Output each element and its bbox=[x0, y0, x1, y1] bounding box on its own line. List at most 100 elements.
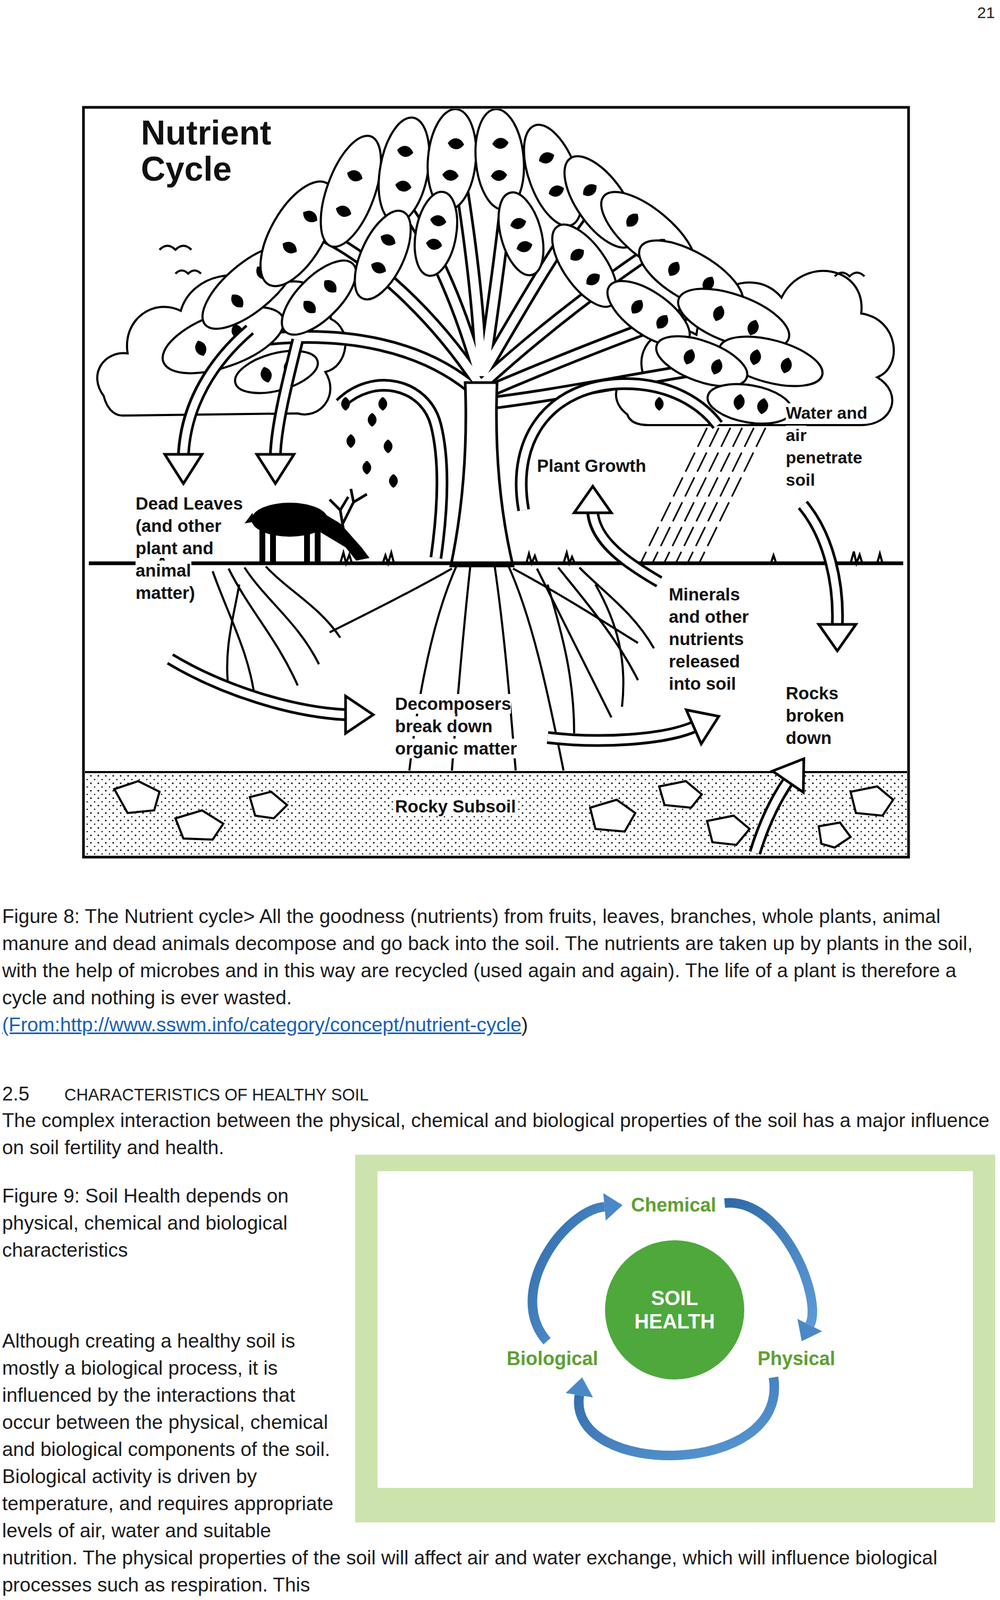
leaf-lobes-part-part bbox=[370, 261, 388, 275]
roots-part bbox=[265, 566, 341, 638]
flow-arrows-part-part bbox=[592, 511, 660, 583]
property-label-text: Physical bbox=[757, 1348, 836, 1371]
leaf-lobes-part-part bbox=[746, 319, 760, 336]
leaf-lobes-part-part bbox=[443, 170, 458, 181]
paragraph-text: Although creating a healthy soil is most… bbox=[2, 1330, 938, 1597]
flow-arrows-part-part bbox=[183, 329, 250, 456]
leaf-lobes-part-part bbox=[281, 240, 299, 255]
cycle-loops-part bbox=[340, 385, 443, 559]
leaf-lobes-part-part bbox=[581, 182, 599, 198]
cycle-label-box: Dead Leaves (and other plant and animal … bbox=[135, 492, 248, 605]
flow-arrows-part-part bbox=[802, 505, 838, 626]
caption-box: Figure 8: The Nutrient cycle> All the go… bbox=[2, 903, 998, 1039]
birds-part bbox=[159, 246, 192, 251]
figure-title: Nutrient Cycle bbox=[140, 113, 272, 189]
rain-lines-part bbox=[699, 427, 766, 564]
leaf-lobes-part-part bbox=[448, 138, 464, 149]
rocky-subsoil-part-part bbox=[175, 810, 224, 840]
text-flow: The complex interaction between the phys… bbox=[2, 1107, 998, 1600]
flow-arrows-part-part bbox=[164, 454, 203, 484]
leaf-lobes-part-part bbox=[548, 184, 565, 198]
source-bracket: ) bbox=[521, 1014, 528, 1037]
rain-lines-part bbox=[687, 427, 754, 564]
falling-leaves-part bbox=[362, 460, 372, 475]
rocky-subsoil bbox=[85, 772, 907, 856]
paragraph: The complex interaction between the phys… bbox=[2, 1107, 998, 1162]
flow-arrows-part-part bbox=[592, 513, 660, 583]
leaf-lobes-part-part bbox=[749, 349, 762, 366]
layer-label-box: Rocky Subsoil bbox=[395, 795, 516, 819]
falling-leaves-part bbox=[389, 474, 399, 489]
leaf-lobes-part-part bbox=[516, 240, 533, 254]
rocky-subsoil-part-part bbox=[818, 822, 851, 848]
property-label: Physical bbox=[752, 1345, 841, 1374]
leaf-lobes-part-part bbox=[270, 248, 368, 347]
leaf-lobes-part-part bbox=[430, 215, 446, 227]
leaf-lobes-part-part bbox=[395, 180, 411, 192]
roots-part bbox=[536, 568, 612, 718]
deer-silhouette-part bbox=[329, 489, 367, 543]
property-label: Biological bbox=[501, 1345, 604, 1374]
leaf-lobes-part bbox=[230, 342, 323, 401]
layer-label: Rocky Subsoil bbox=[395, 796, 516, 817]
leaf-lobes-part-part bbox=[538, 151, 555, 165]
falling-leaves-part bbox=[341, 397, 351, 411]
leaf-lobes-part bbox=[270, 248, 368, 347]
rocky-subsoil-part-part bbox=[850, 786, 894, 817]
birds bbox=[159, 246, 865, 277]
ground-line-part bbox=[88, 561, 904, 566]
roots-part bbox=[329, 568, 452, 633]
figure-caption: Figure 9: Soil Health depends on physica… bbox=[2, 1185, 289, 1262]
leaf-lobes-part-part bbox=[624, 212, 641, 229]
leaf-lobes-part-part bbox=[493, 138, 508, 149]
leaf-lobes-part-part bbox=[408, 188, 464, 280]
property-label-text: Chemical bbox=[631, 1194, 717, 1217]
flow-arrows-part bbox=[164, 454, 856, 793]
cycle-label: Decomposers break down organic matter bbox=[395, 694, 517, 759]
cycle-arrow bbox=[565, 1377, 775, 1457]
leaf-lobes-part-part bbox=[510, 217, 526, 230]
leaf-lobes-part-part bbox=[335, 204, 352, 218]
cycle-loops-part bbox=[520, 383, 718, 511]
arrow-head bbox=[603, 1193, 623, 1222]
leaf-lobes-part-part bbox=[346, 169, 363, 183]
ground-line-part bbox=[159, 551, 883, 564]
roots-part bbox=[227, 584, 240, 692]
cycle-label-box: Decomposers break down organic matter bbox=[395, 693, 550, 761]
rocky-subsoil-part-part bbox=[249, 792, 288, 819]
deer-silhouette-part bbox=[304, 528, 310, 563]
leaf-lobes-part-part bbox=[780, 357, 793, 374]
figure-title-box: Nutrient Cycle bbox=[140, 114, 317, 188]
figure-caption-block: Figure 9: Soil Health depends on physica… bbox=[2, 1182, 998, 1265]
deer-silhouette bbox=[244, 489, 370, 563]
falling-leaves-part bbox=[346, 434, 356, 449]
rocky-subsoil-part-part bbox=[707, 816, 750, 846]
leaf-lobes-part-part bbox=[322, 278, 339, 295]
cycle-label: Water and air penetrate soil bbox=[785, 403, 868, 490]
flow-arrows-part-part bbox=[754, 780, 789, 854]
page-number-box: 21 bbox=[977, 3, 995, 23]
paragraph-text: The complex interaction between the phys… bbox=[2, 1110, 990, 1159]
deer-silhouette-part bbox=[270, 528, 276, 563]
leaf-lobes-part-part bbox=[682, 348, 696, 365]
leaf-lobes-part-part bbox=[584, 272, 602, 288]
flow-arrows-part-part bbox=[818, 624, 856, 652]
leaf-lobes-part-part bbox=[194, 340, 208, 357]
illustration-body bbox=[85, 108, 907, 856]
soil-health-panel: ChemicalSOIL HEALTHBiological Physical bbox=[355, 1155, 996, 1524]
falling-leaves-part bbox=[367, 413, 377, 427]
leaf-lobes-part-part bbox=[343, 203, 423, 308]
leaf-lobes-part-part bbox=[230, 342, 323, 401]
birds-part bbox=[834, 272, 865, 277]
flow-arrows-part-part bbox=[772, 759, 804, 793]
cycle-label: Minerals and other nutrients released in… bbox=[668, 584, 749, 694]
leaf-lobes-part-part bbox=[380, 233, 397, 248]
falling-leaves-part bbox=[383, 439, 393, 454]
soil-health-circle: SOIL HEALTH bbox=[604, 1240, 745, 1381]
leaf-lobes-part-part bbox=[629, 298, 645, 316]
caption-line: Figure 8: The Nutrient cycle> All the go… bbox=[2, 903, 998, 1012]
arrow-head bbox=[565, 1377, 593, 1399]
leaf-lobes-part-part bbox=[301, 209, 319, 224]
deer-silhouette-part bbox=[244, 513, 255, 524]
